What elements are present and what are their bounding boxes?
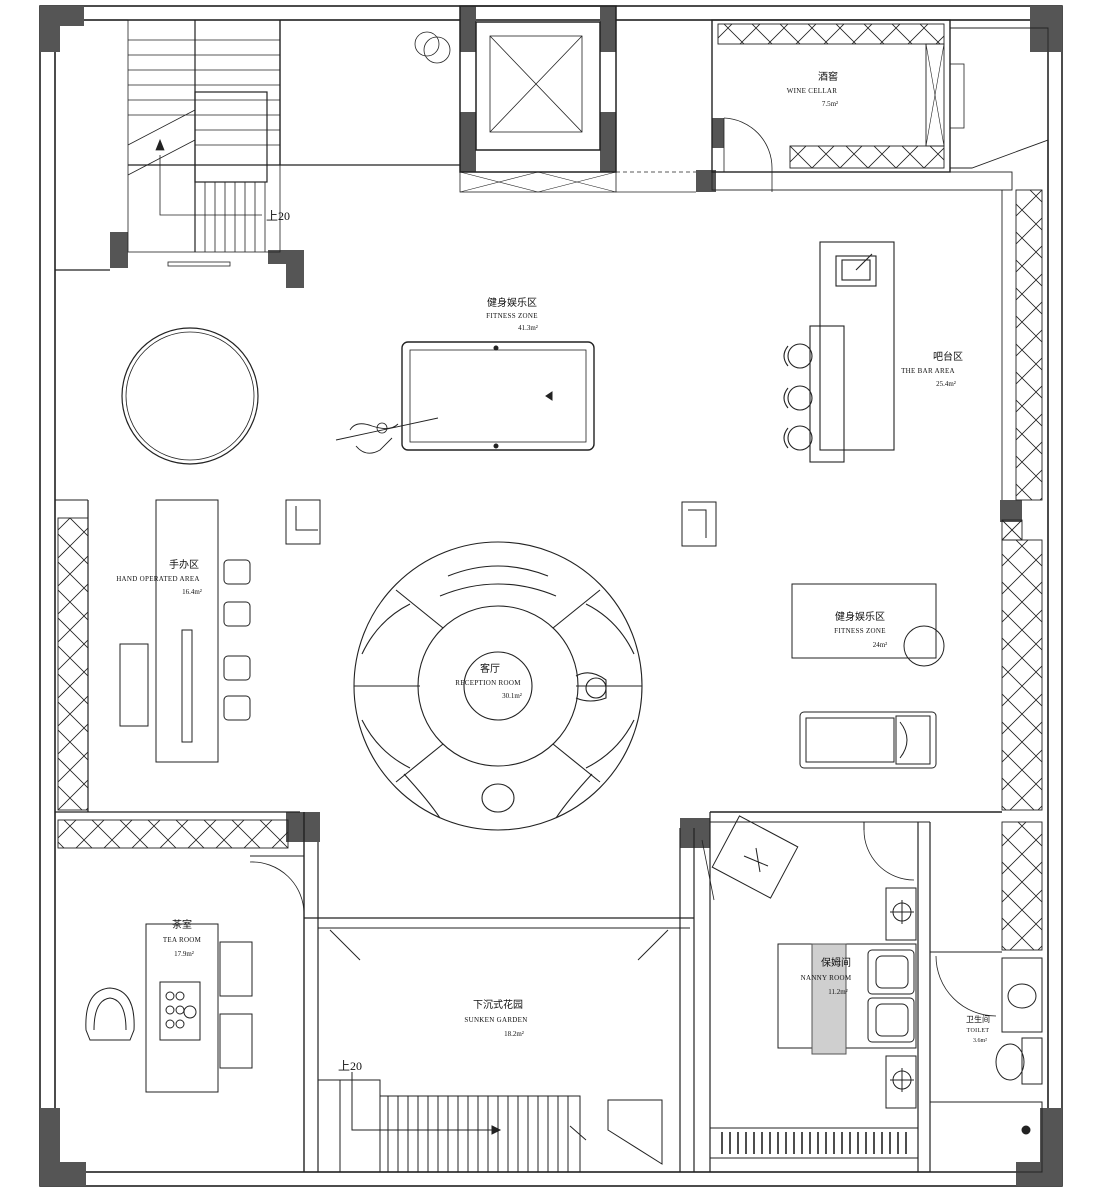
fitness-zone-small-label: 健身娱乐区 FITNESS ZONE 24m² [834,610,887,649]
svg-text:健身娱乐区: 健身娱乐区 [835,610,885,623]
stair-treads-lower [204,182,266,252]
right-storage-wall [1001,189,1043,951]
staircase-top [127,19,460,253]
svg-text:WINE CELLAR: WINE CELLAR [787,87,838,95]
nanny-room [701,811,1002,1172]
treadmill [799,711,937,769]
svg-text:41.3m²: 41.3m² [518,324,538,332]
display-counter [119,499,251,763]
svg-text:3.6m²: 3.6m² [973,1038,987,1044]
svg-text:TEA ROOM: TEA ROOM [163,936,202,944]
svg-text:25.4m²: 25.4m² [936,380,956,388]
svg-text:24m²: 24m² [873,641,888,649]
sunken-garden-label: 下沉式花园 SUNKEN GARDEN 18.2m² [464,998,527,1038]
fitness-mat [791,583,945,667]
svg-text:健身娱乐区: 健身娱乐区 [487,296,537,309]
svg-text:茶室: 茶室 [172,918,192,931]
toilet-label: 卫生间 TOILET 3.6m² [966,1014,990,1044]
elevator-shaft [459,5,696,193]
svg-text:FITNESS ZONE: FITNESS ZONE [834,627,886,635]
door-threshold [167,261,231,267]
tea-room [85,812,319,1172]
tea-room-label: 茶室 TEA ROOM 17.9m² [163,918,202,958]
round-table [121,327,259,465]
toilet-room [929,951,1043,1173]
pool-table [335,341,595,454]
svg-text:30.1m²: 30.1m² [502,692,522,700]
svg-text:16.4m²: 16.4m² [182,588,202,596]
outer-walls [39,5,1063,1187]
svg-text:17.9m²: 17.9m² [174,950,194,958]
reception-room-label: 客厅 RECEPTION ROOM 30.1m² [455,662,522,700]
svg-text:11.2m²: 11.2m² [828,988,848,996]
circular-sofa [353,541,643,831]
svg-text:FITNESS ZONE: FITNESS ZONE [486,312,538,320]
side-tables [285,499,717,547]
bar-area-label: 吧台区 THE BAR AREA 25.4m² [901,350,963,388]
svg-text:THE BAR AREA: THE BAR AREA [901,367,955,375]
garden-level-label: 上20 [338,1059,362,1073]
svg-text:7.5m²: 7.5m² [822,100,838,108]
svg-text:RECEPTION ROOM: RECEPTION ROOM [455,679,521,687]
sunken-garden [304,828,695,1172]
garden-stair-treads [387,1096,569,1172]
svg-text:卫生间: 卫生间 [966,1014,990,1024]
stair-level-label: 上20 [266,209,290,223]
left-storage-wall [55,269,300,849]
svg-text:NANNY ROOM: NANNY ROOM [801,974,852,982]
svg-text:下沉式花园: 下沉式花园 [473,998,523,1011]
structural-columns [40,6,1062,1186]
nanny-room-label: 保姆间 NANNY ROOM 11.2m² [801,956,852,996]
svg-text:酒窖: 酒窖 [818,70,838,83]
svg-text:18.2m²: 18.2m² [504,1030,524,1038]
svg-text:手办区: 手办区 [169,558,199,571]
svg-text:SUNKEN GARDEN: SUNKEN GARDEN [464,1016,527,1024]
hand-operated-area-label: 手办区 HAND OPERATED AREA 16.4m² [116,558,202,596]
stair-treads-upper [128,39,280,146]
wine-cellar-label: 酒窖 WINE CELLAR 7.5m² [787,70,838,108]
svg-text:TOILET: TOILET [967,1028,990,1034]
svg-text:保姆间: 保姆间 [821,956,851,969]
radiator-fins [721,1132,907,1154]
bar-counter [783,241,895,463]
svg-text:吧台区: 吧台区 [933,350,963,363]
fitness-zone-main-label: 健身娱乐区 FITNESS ZONE 41.3m² [486,296,538,332]
wine-cellar [711,19,1049,192]
svg-text:客厅: 客厅 [480,662,500,675]
svg-text:HAND OPERATED AREA: HAND OPERATED AREA [116,575,200,583]
